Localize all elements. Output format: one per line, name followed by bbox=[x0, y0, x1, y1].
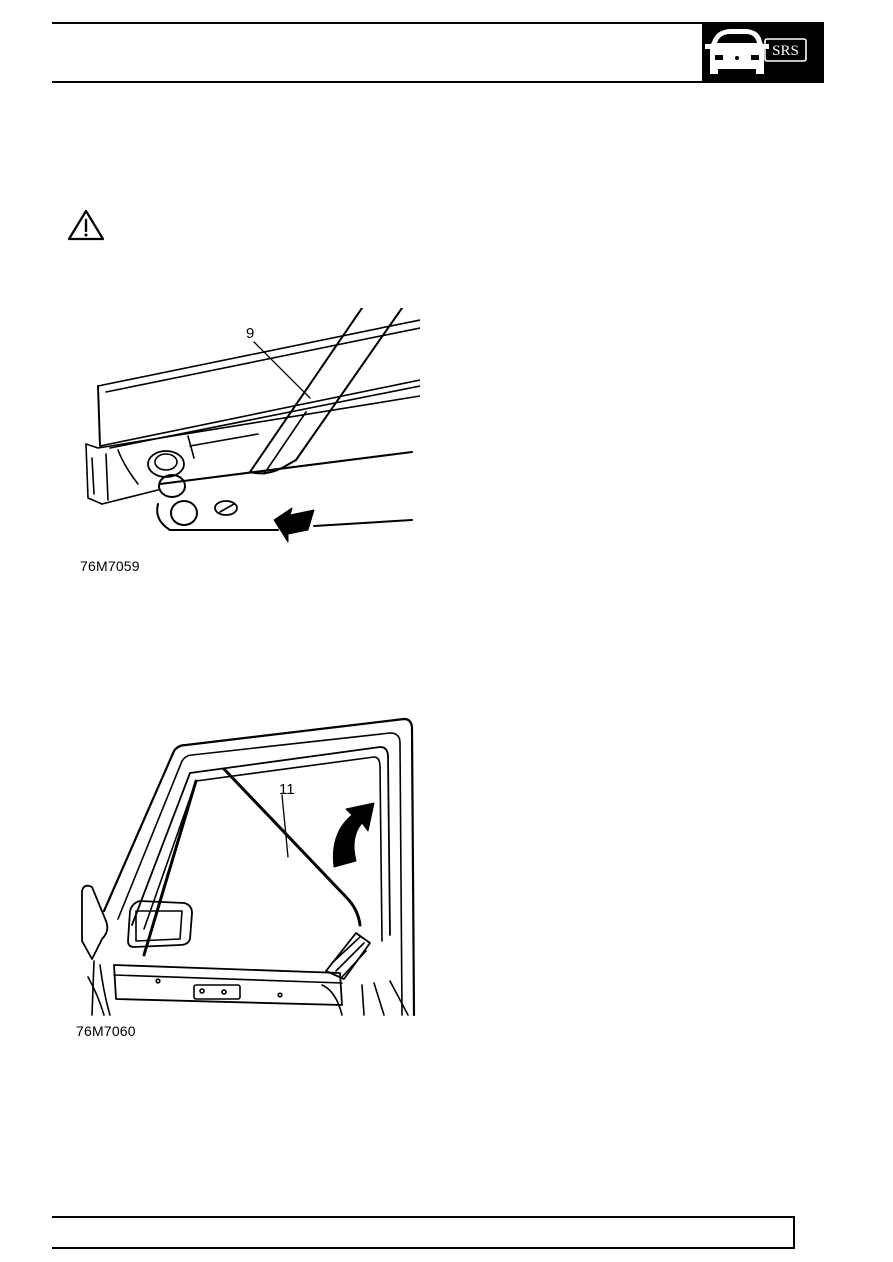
pull-arrow-icon bbox=[273, 507, 315, 543]
lift-arrow-icon bbox=[332, 802, 375, 868]
header-rule-bottom bbox=[52, 81, 702, 83]
warning-triangle-icon bbox=[66, 208, 106, 242]
footer-rule-top bbox=[52, 1216, 795, 1218]
callout-9: 9 bbox=[246, 325, 254, 342]
footer-rule-right bbox=[793, 1216, 795, 1249]
header-rule-top bbox=[52, 22, 824, 24]
figure-code: 76M7059 bbox=[80, 558, 140, 574]
srs-badge: SRS bbox=[702, 22, 824, 83]
figure-clip-removal: 9 bbox=[78, 307, 421, 553]
callout-11: 11 bbox=[279, 781, 295, 798]
figure-door-glass-removal: 11 bbox=[74, 715, 422, 1027]
srs-label: SRS bbox=[772, 43, 799, 59]
figure-code: 76M7060 bbox=[76, 1023, 136, 1039]
srs-car-icon: SRS bbox=[705, 29, 807, 74]
footer-rule-bottom bbox=[52, 1247, 795, 1249]
